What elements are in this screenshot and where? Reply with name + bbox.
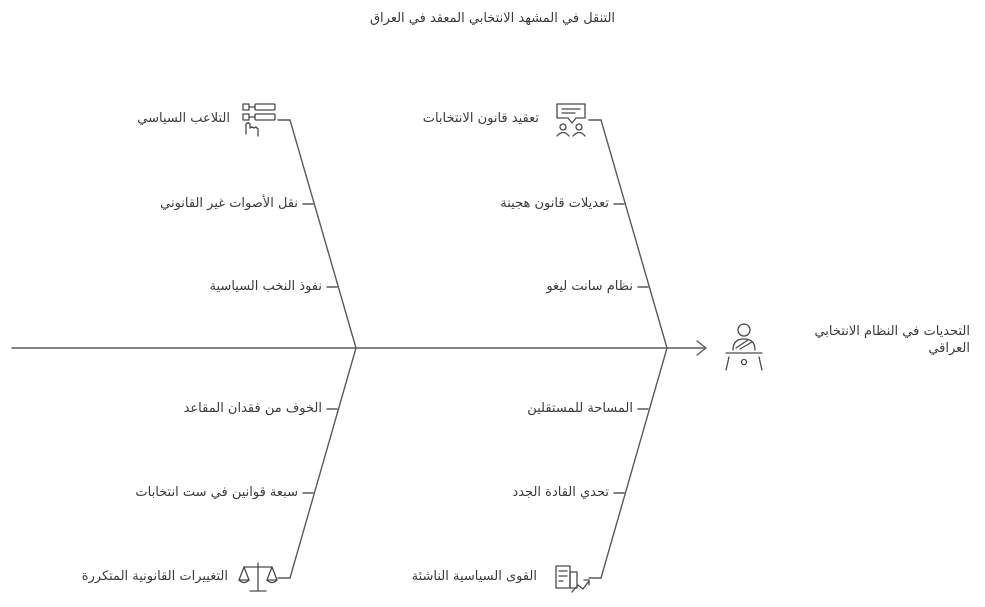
building-growth-icon	[555, 565, 590, 593]
head-label: التحديات في النظام الانتخابي العراقي	[814, 324, 970, 356]
bone-bottom-left	[289, 347, 357, 579]
scales-icon	[238, 562, 278, 592]
cause-label: المساحة للمستقلين	[527, 401, 633, 416]
cause-label: تعديلات قانون هجينة	[500, 196, 609, 211]
cause-label: نقل الأصوات غير القانوني	[160, 196, 298, 211]
cause-label: نفوذ النخب السياسية	[209, 279, 322, 294]
cause-label: التلاعب السياسي	[137, 111, 230, 126]
cause-label: الخوف من فقدان المقاعد	[183, 401, 322, 416]
cause-label: نظام سانت ليغو	[546, 279, 633, 294]
diagram-title: التنقل في المشهد الانتخابي المعقد في الع…	[369, 11, 616, 26]
podium-speaker-icon	[725, 323, 763, 371]
cause-label: القوى السياسية الناشئة	[411, 569, 537, 584]
bone-bottom-right	[600, 347, 668, 579]
cause-label: سبعة قوانين في ست انتخابات	[135, 485, 298, 500]
bone-top-right	[600, 119, 668, 349]
flowchart-hand-icon	[242, 103, 276, 137]
cause-label: تحدي القادة الجدد	[512, 485, 609, 500]
spine-arrowhead	[696, 340, 707, 356]
bone-top-left	[289, 119, 357, 349]
speech-bubble-people-icon	[556, 103, 586, 137]
cause-label: التغييرات القانونية المتكررة	[81, 569, 228, 584]
cause-label: تعقيد قانون الانتخابات	[422, 111, 539, 126]
